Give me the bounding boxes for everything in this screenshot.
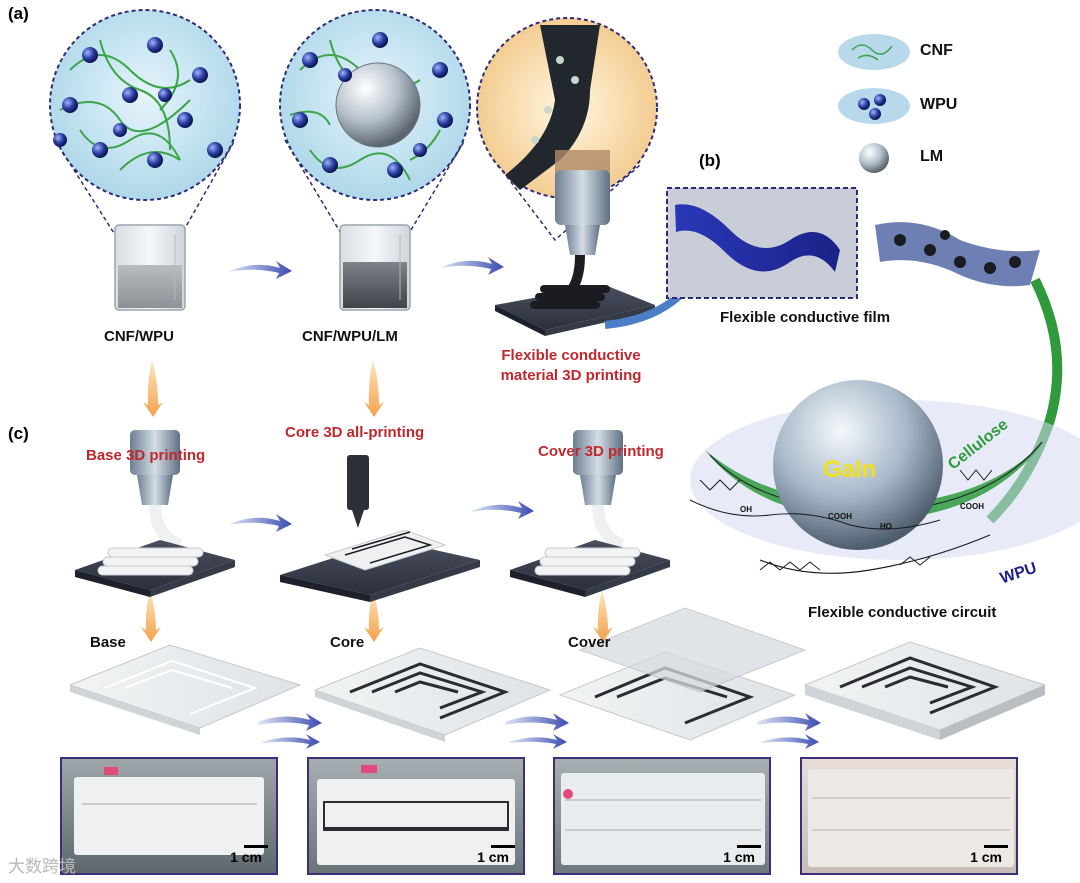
film-label: Flexible conductive film [720,309,891,326]
cover-layer-label: Cover [568,634,611,651]
photo-finished-circuit: 1 cm [800,757,1018,875]
scale-bar-cover: 1 cm [723,845,762,865]
circuit-label: Flexible conductive circuit [808,604,997,621]
cooh-group-2: COOH [960,502,984,511]
printing-label-line1: Flexible conductive [501,347,641,364]
down-arrows [141,360,613,642]
photo-base-print: 1 cm [60,757,278,875]
process-arrows-middle [228,501,534,532]
photo-cover-print: 1 cm [553,757,771,875]
scale-bar-base: 1 cm [230,845,269,865]
film-particle-ribbon [875,222,1040,287]
scale-bar-finished: 1 cm [970,845,1009,865]
cover-printing-illustration [510,430,670,597]
process-arrows-bottom [258,713,821,749]
legend-wpu-label: WPU [920,96,958,113]
panel-c-label: (c) [8,424,29,443]
cnf-wpu-lm-magnified-view [279,9,471,201]
cnf-wpu-lm-beaker [339,224,411,311]
scale-bar-core: 1 cm [477,845,516,865]
cover-printing-label: Cover 3D printing [538,443,664,460]
film-render-box [666,187,858,299]
core-printing-label: Core 3D all-printing [285,424,425,441]
core-layer-label: Core [330,634,365,651]
printer-nozzle-main [555,170,610,305]
base-slab [68,644,302,735]
legend-lm-icon [859,143,889,173]
photo-core-print: 1 cm [307,757,525,875]
panel-b-label: (b) [699,151,721,170]
base-printing-illustration [75,430,235,597]
legend-wpu-icon [838,88,910,124]
legend-lm-label: LM [920,148,944,165]
core-printing-illustration [280,455,480,602]
cooh-group-1: COOH [828,512,852,521]
panel-a-label: (a) [8,4,29,23]
cnf-wpu-lm-label: CNF/WPU/LM [302,328,398,345]
legend-cnf-label: CNF [920,42,953,59]
cnf-wpu-label: CNF/WPU [104,328,174,345]
printing-platform [495,285,655,336]
cnf-wpu-magnified-view [49,9,241,201]
ho-group: HO [880,522,892,531]
base-layer-label: Base [90,634,126,651]
process-arrows-top [228,257,504,279]
cnf-wpu-beaker [114,224,186,311]
finished-circuit-slab [803,641,1047,740]
gain-molecular-assembly [689,380,1080,574]
core-slab [313,647,552,742]
cover-slab [558,607,807,741]
watermark-text: 大数跨境 [8,857,76,877]
gain-core-label: GaIn [823,456,877,483]
legend-cnf-icon [838,34,910,70]
base-printing-label: Base 3D printing [86,447,206,464]
oh-group: OH [740,505,752,514]
printing-label-line2: material 3D printing [500,367,642,384]
